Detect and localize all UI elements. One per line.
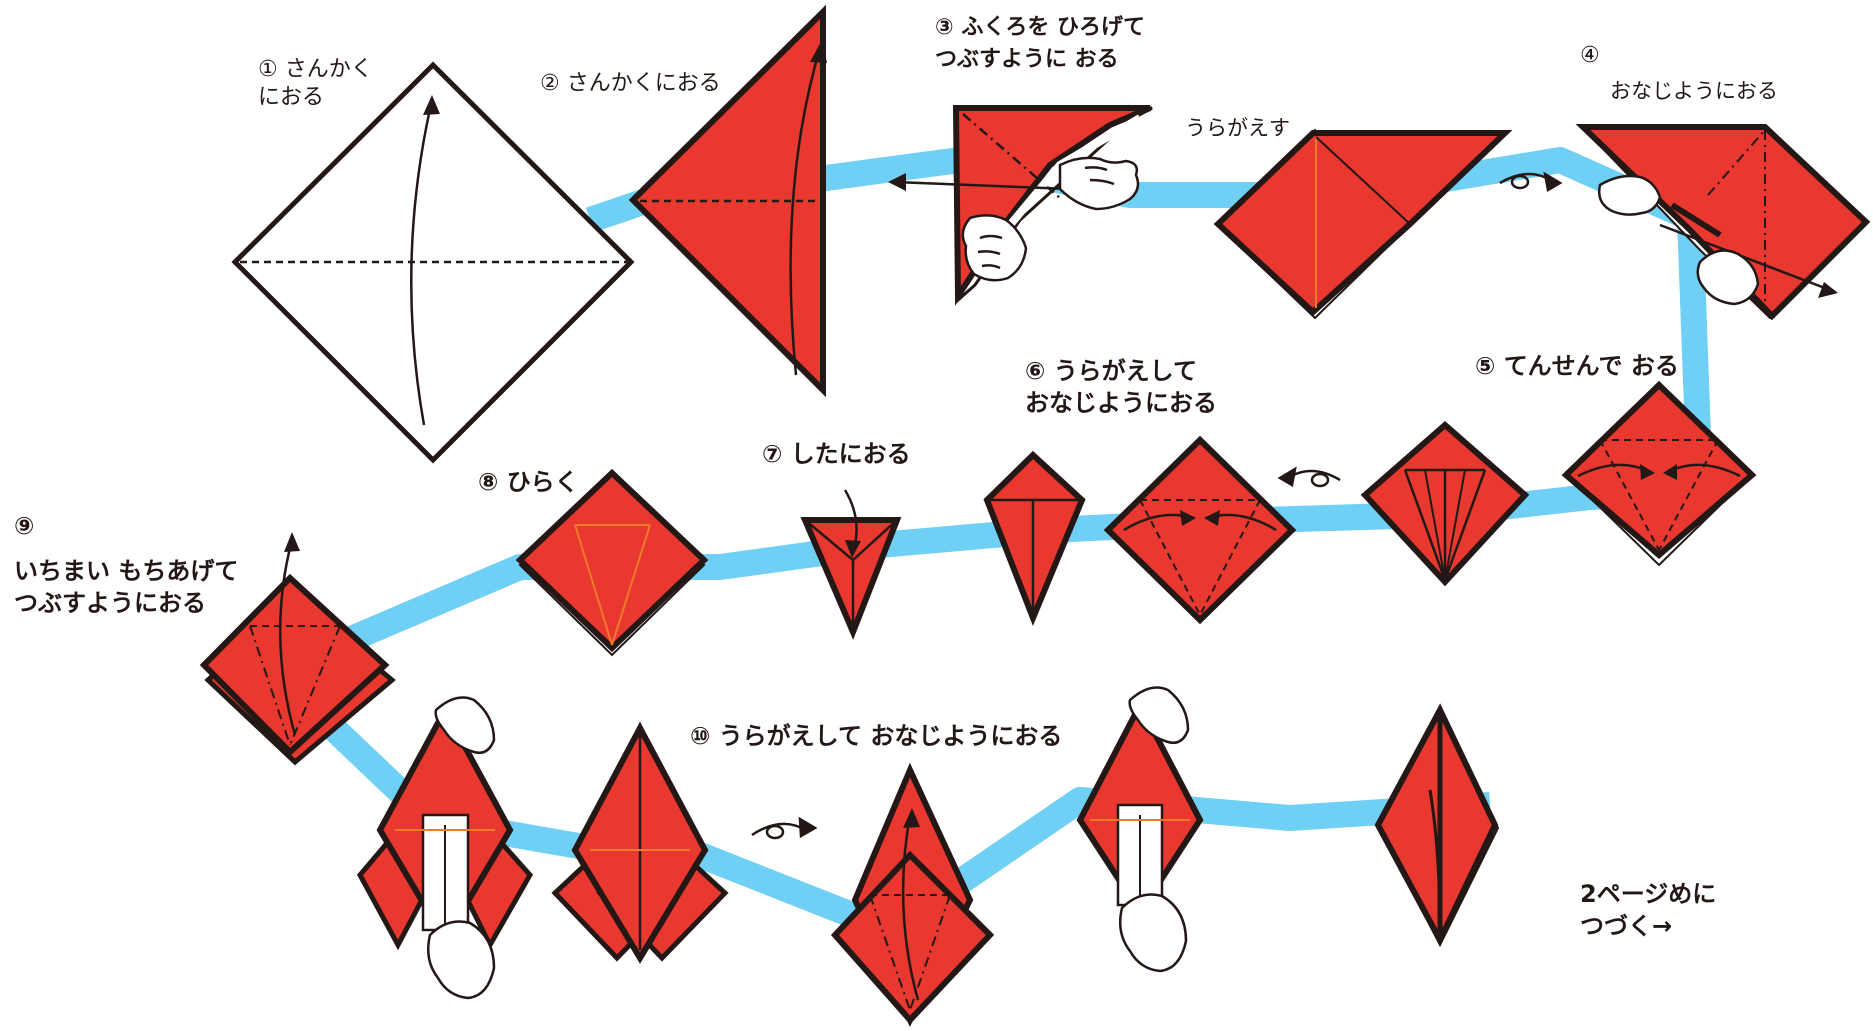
hand-icon xyxy=(1599,176,1660,215)
step2-label: ② さんかくにおる xyxy=(540,70,721,98)
step3-label: ③ ふくろを ひろげて つぶすように おる xyxy=(935,12,1145,76)
step10-fold xyxy=(835,770,990,1020)
continue-note: 2ページめに つづく→ xyxy=(1580,878,1716,942)
step10-pull-1 xyxy=(360,698,530,998)
step7-label: ⑦ したにおる xyxy=(762,438,911,470)
step6-label: ⑥ うらがえして おなじようにおる xyxy=(1025,355,1217,419)
flip-arrow-icon xyxy=(752,819,815,838)
step1-square xyxy=(235,65,631,460)
step8-label: ⑧ ひらく xyxy=(478,466,579,498)
step4-label: おなじようにおる xyxy=(1610,78,1778,105)
step10-pull-2 xyxy=(1080,688,1200,971)
step9-label: いちまい もちあげて つぶすようにおる xyxy=(14,555,238,619)
step10-kite xyxy=(555,728,725,958)
step9-number: ⑨ xyxy=(14,510,34,542)
step5-diamond xyxy=(1566,385,1752,565)
step3-squash xyxy=(888,108,1152,300)
step6-diamond xyxy=(1108,440,1292,620)
step4-number: ④ xyxy=(1580,42,1600,70)
step10-result xyxy=(1378,710,1498,945)
step6-result xyxy=(987,455,1082,618)
step10-label: ⑩ うらがえして おなじようにおる xyxy=(690,720,1062,752)
step5-result xyxy=(1365,425,1525,582)
step8-open xyxy=(520,473,704,655)
hand-icon xyxy=(1060,158,1138,209)
fold-arrow-icon xyxy=(1818,282,1838,298)
step2-triangle xyxy=(633,12,827,390)
turn-over-text: うらがえす xyxy=(1185,115,1290,142)
step1-label: ① さんかく におる xyxy=(258,56,373,112)
step5-label: ⑤ てんせんで おる xyxy=(1475,350,1679,382)
turned-square xyxy=(1218,130,1505,318)
flip-arrow-icon xyxy=(1280,469,1340,486)
step4-squash xyxy=(1583,127,1866,318)
